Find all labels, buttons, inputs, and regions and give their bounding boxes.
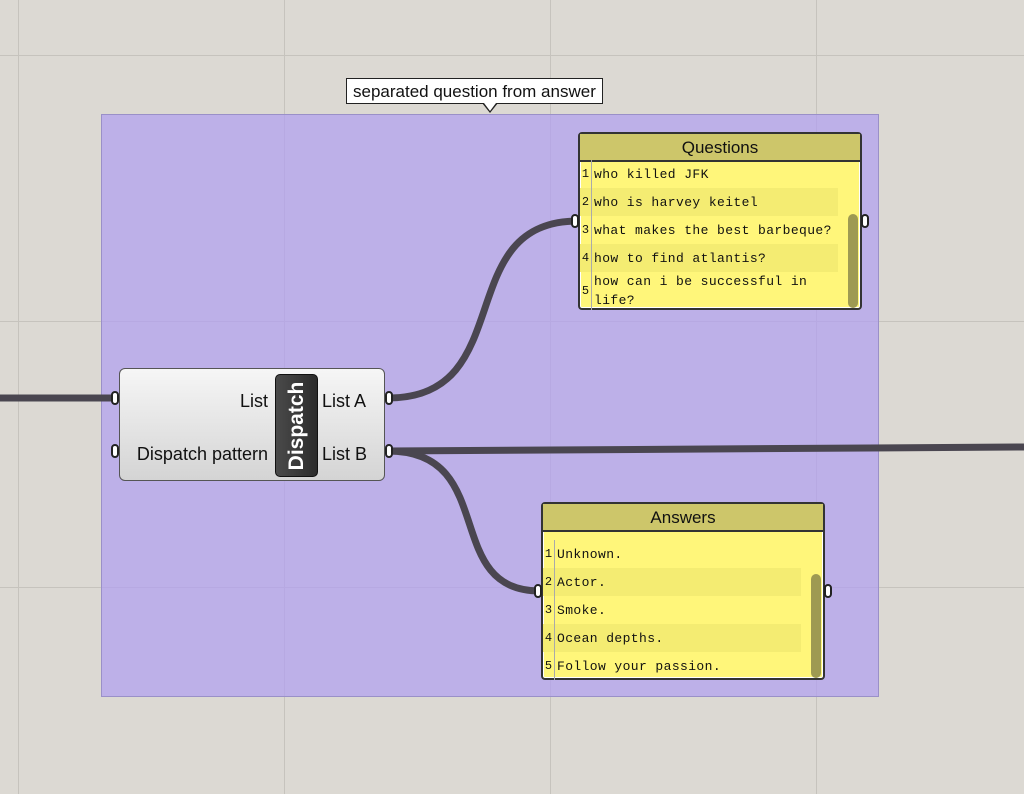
row-index: 3 (543, 596, 555, 624)
list-item: 5 Follow your passion. (543, 652, 801, 680)
row-index: 5 (580, 272, 592, 310)
row-index: 4 (580, 244, 592, 272)
questions-input-port[interactable] (571, 214, 579, 228)
list-item: 4 how to find atlantis? (580, 244, 838, 272)
list-item: 5 how can i be successful in life? (580, 272, 838, 310)
list-item: 4 Ocean depths. (543, 624, 801, 652)
row-index: 1 (580, 160, 592, 188)
questions-output-port[interactable] (861, 214, 869, 228)
questions-scrollbar[interactable] (848, 214, 858, 308)
row-text: Ocean depths. (557, 630, 664, 646)
list-item: 3 what makes the best barbeque? (580, 216, 838, 244)
row-text: what makes the best barbeque? (594, 222, 832, 238)
output-list-b-port[interactable] (385, 444, 393, 458)
row-text: Actor. (557, 574, 607, 590)
list-item: 3 Smoke. (543, 596, 801, 624)
row-text: Follow your passion. (557, 658, 722, 674)
answers-input-port[interactable] (534, 584, 542, 598)
output-list-a-port[interactable] (385, 391, 393, 405)
dispatch-title: Dispatch (284, 381, 308, 470)
row-text: how to find atlantis? (594, 250, 767, 266)
row-index: 4 (543, 624, 555, 652)
row-text: who killed JFK (594, 166, 709, 182)
list-item: 1 who killed JFK (580, 160, 838, 188)
questions-panel-title: Questions (580, 134, 860, 162)
list-item: 2 who is harvey keitel (580, 188, 838, 216)
row-text: who is harvey keitel (594, 194, 759, 210)
group-label[interactable]: separated question from answer (346, 78, 603, 104)
wire-list-b-outgoing[interactable] (387, 443, 1024, 455)
output-list-a-label: List A (322, 391, 367, 411)
group-label-pointer-fill (484, 103, 496, 111)
answers-panel-title: Answers (543, 504, 823, 532)
list-item: 1 Unknown. (543, 540, 801, 568)
answers-output-port[interactable] (824, 584, 832, 598)
row-index: 2 (580, 188, 592, 216)
dispatch-title-bar[interactable]: Dispatch (275, 374, 318, 477)
list-item: 2 Actor. (543, 568, 801, 596)
row-text: Smoke. (557, 602, 607, 618)
row-text: Unknown. (557, 546, 623, 562)
row-text: how can i be successful in life? (594, 274, 808, 308)
row-index: 2 (543, 568, 555, 596)
row-index: 5 (543, 652, 555, 680)
wire-list-b-to-answers[interactable] (387, 447, 541, 595)
questions-panel[interactable]: Questions 1 who killed JFK 2 who is harv… (578, 132, 862, 310)
answers-scrollbar[interactable] (811, 574, 821, 678)
wire-list-a-to-questions[interactable] (387, 217, 579, 402)
dispatch-component[interactable]: List Dispatch pattern Dispatch List A Li… (119, 368, 385, 481)
input-dispatch-pattern-port[interactable] (111, 444, 119, 458)
row-index: 3 (580, 216, 592, 244)
grid-line (0, 55, 1024, 56)
output-list-b-label: List B (322, 444, 368, 464)
input-dispatch-pattern-label: Dispatch pattern (136, 444, 268, 464)
input-list-port[interactable] (111, 391, 119, 405)
input-list-label: List (239, 391, 268, 411)
answers-panel[interactable]: Answers 1 Unknown. 2 Actor. 3 Smoke. 4 O… (541, 502, 825, 680)
row-index: 1 (543, 540, 555, 568)
